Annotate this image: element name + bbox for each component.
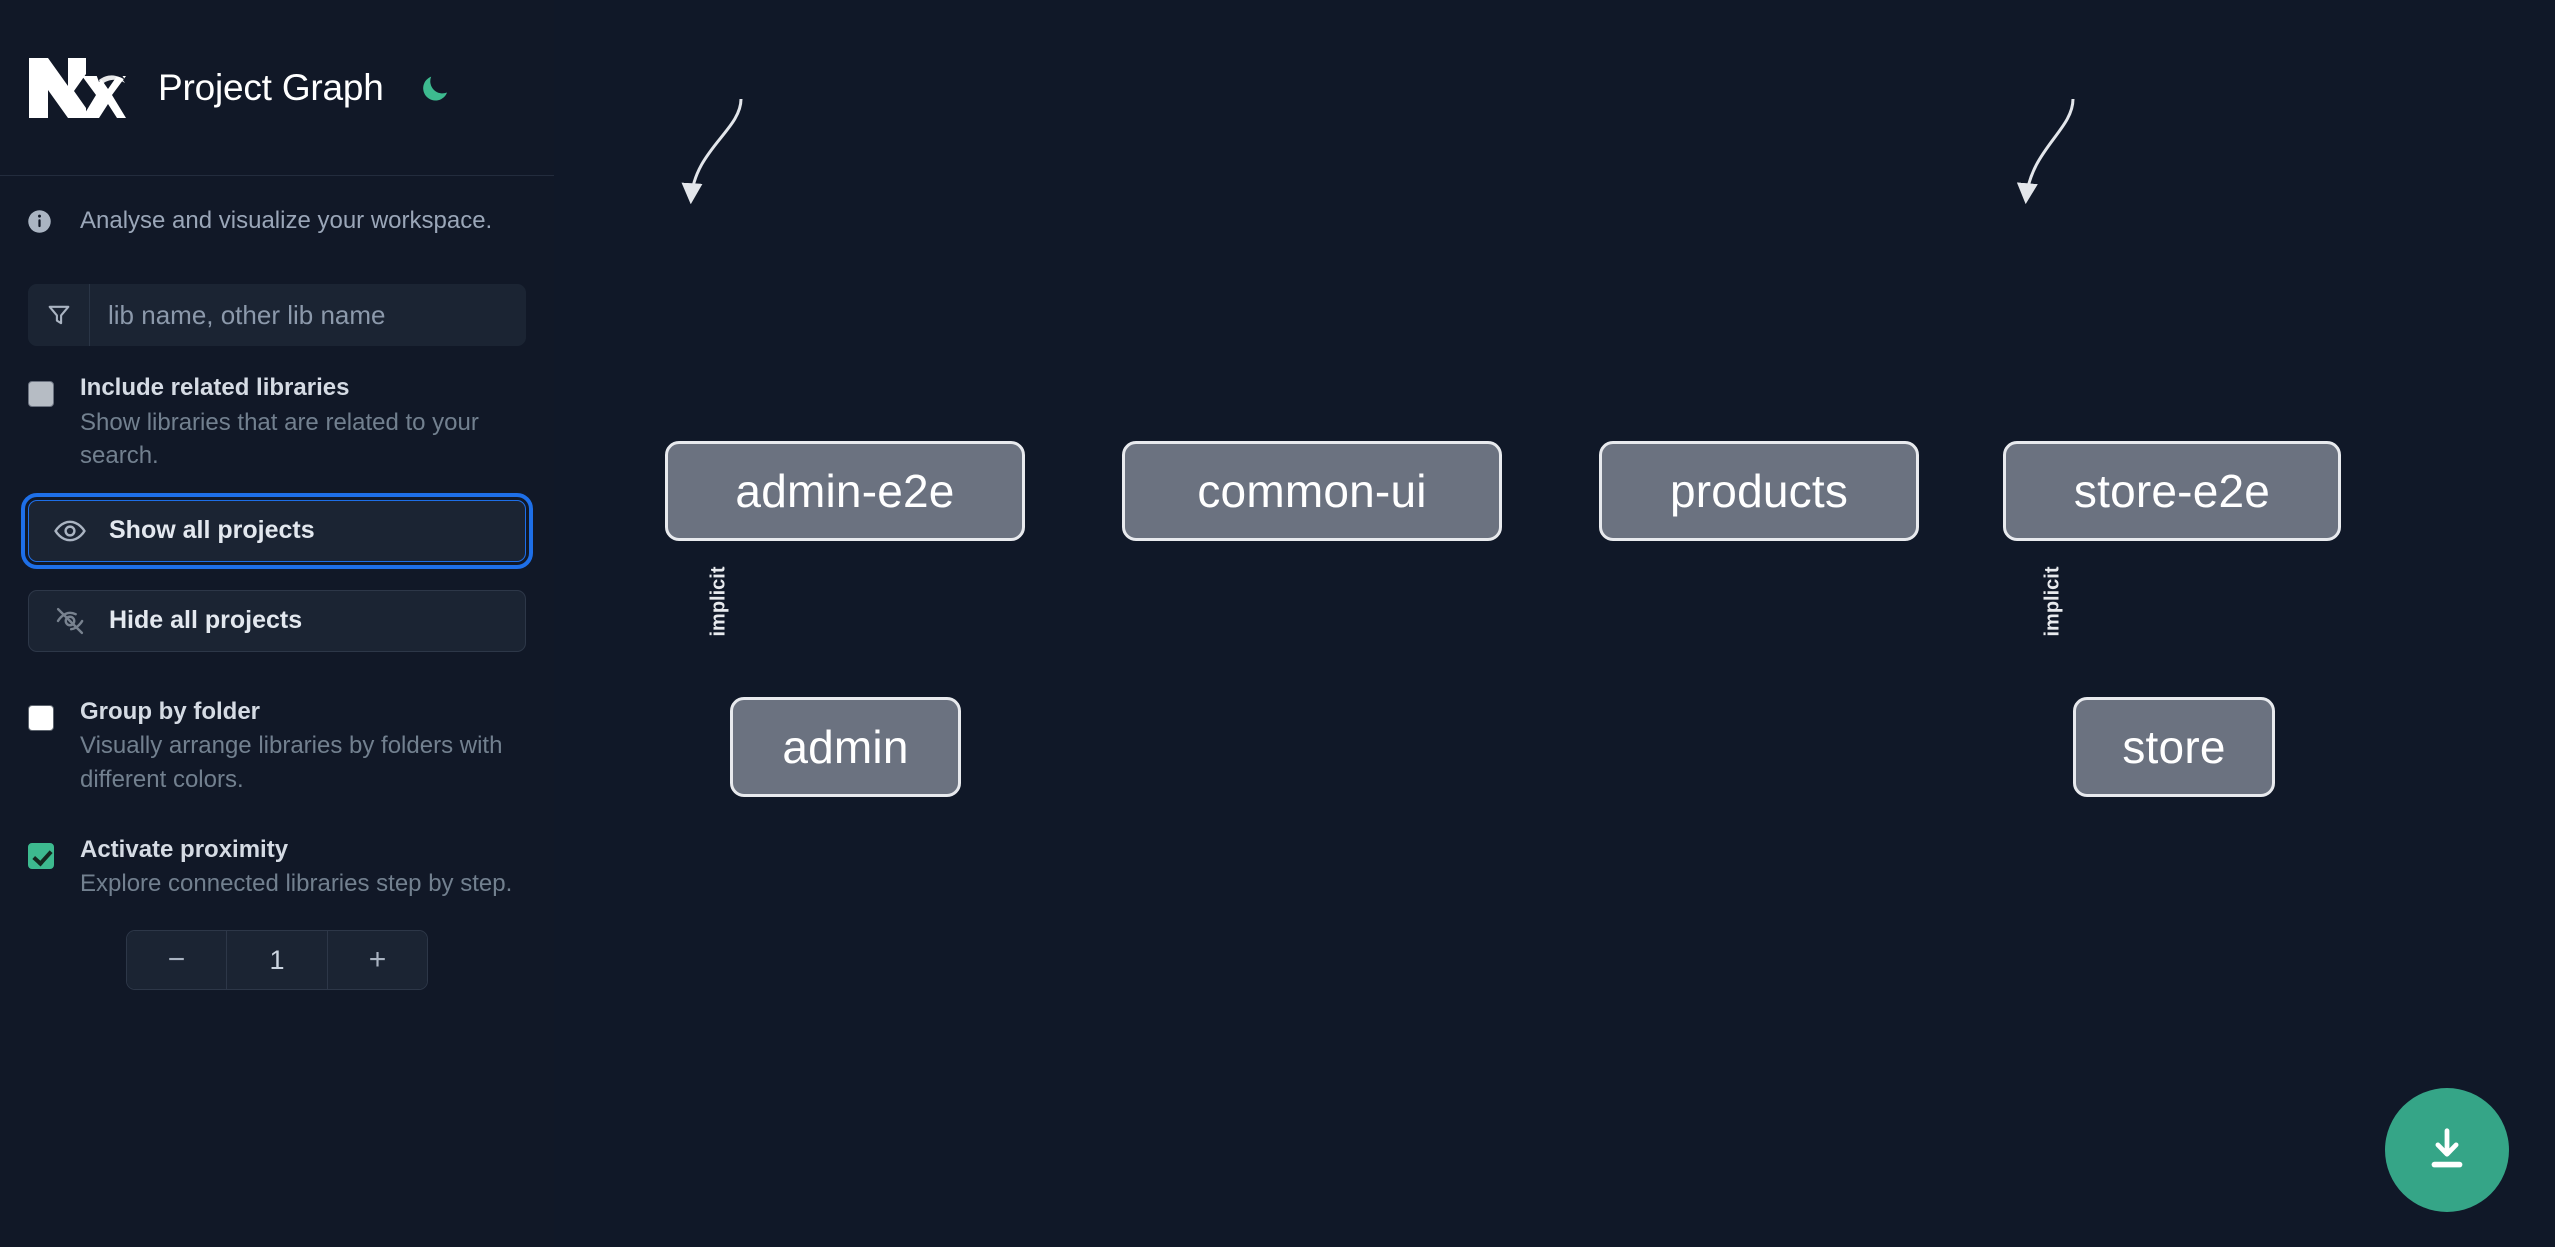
activate-proximity-checkbox[interactable] — [28, 842, 54, 869]
group-by-folder-description: Visually arrange libraries by folders wi… — [80, 732, 503, 793]
eye-off-icon — [53, 604, 87, 638]
project-graph-canvas[interactable]: admin-e2e common-ui products store-e2e a… — [554, 0, 2555, 1247]
graph-node-common-ui[interactable]: common-ui — [1122, 441, 1502, 541]
show-all-projects-block: Show all projects — [0, 492, 554, 569]
filter-bar — [28, 284, 526, 346]
graph-node-label: store-e2e — [2073, 465, 2271, 517]
proximity-increment-button[interactable]: + — [327, 931, 427, 990]
include-related-libraries-description: Show libraries that are related to your … — [80, 408, 479, 469]
include-related-libraries-checkbox[interactable] — [28, 381, 54, 407]
workspace-info-text: Analyse and visualize your workspace. — [80, 207, 493, 234]
workspace-info: Analyse and visualize your workspace. — [0, 176, 554, 266]
funnel-icon[interactable] — [28, 284, 90, 346]
graph-node-store[interactable]: store — [2073, 697, 2275, 797]
page-title: Project Graph — [158, 66, 384, 108]
graph-node-label: products — [1669, 465, 1849, 517]
moon-icon[interactable] — [414, 67, 456, 109]
show-all-projects-button[interactable]: Show all projects — [21, 492, 533, 569]
graph-node-label: admin — [782, 721, 909, 773]
group-by-folder-checkbox[interactable] — [28, 704, 54, 731]
graph-node-label: admin-e2e — [735, 465, 955, 517]
nx-logo — [26, 50, 126, 126]
edge-label-admin-implicit: implicit — [707, 566, 730, 637]
proximity-value: 1 — [227, 931, 327, 990]
edge-label-store-implicit: implicit — [2041, 566, 2064, 637]
checkbox-row-activate-proximity: Activate proximity Explore connected lib… — [0, 836, 554, 901]
proximity-stepper: − 1 + — [126, 930, 428, 991]
proximity-decrement-button[interactable]: − — [127, 931, 227, 990]
checkbox-row-include-related-libraries: Include related libraries Show libraries… — [0, 374, 554, 472]
search-input[interactable] — [90, 284, 526, 346]
group-by-folder-label: Group by folder — [80, 697, 260, 725]
sidebar: Project Graph Analyse and visualize your… — [0, 0, 554, 1247]
show-all-projects-label: Show all projects — [109, 516, 315, 545]
include-related-libraries-label: Include related libraries — [80, 374, 350, 401]
graph-node-products[interactable]: products — [1599, 441, 1919, 541]
eye-icon — [53, 514, 87, 548]
activate-proximity-label: Activate proximity — [80, 835, 289, 863]
hide-all-projects-label: Hide all projects — [109, 606, 303, 635]
graph-node-label: store — [2122, 721, 2226, 773]
proximity-stepper-wrap: − 1 + — [0, 930, 554, 991]
download-icon — [2421, 1123, 2473, 1178]
graph-node-admin-e2e[interactable]: admin-e2e — [665, 441, 1025, 541]
graph-node-admin[interactable]: admin — [730, 697, 961, 797]
hide-all-projects-block: Hide all projects — [0, 589, 554, 652]
activate-proximity-description: Explore connected libraries step by step… — [80, 870, 513, 898]
graph-node-store-e2e[interactable]: store-e2e — [2003, 441, 2341, 541]
hide-all-projects-button[interactable]: Hide all projects — [28, 589, 526, 652]
info-icon — [26, 208, 53, 235]
download-image-button[interactable] — [2385, 1088, 2509, 1212]
checkbox-row-group-by-folder: Group by folder Visually arrange librari… — [0, 698, 554, 796]
graph-edges — [681, 98, 2075, 205]
sidebar-header: Project Graph — [0, 0, 554, 176]
graph-node-label: common-ui — [1197, 465, 1427, 517]
